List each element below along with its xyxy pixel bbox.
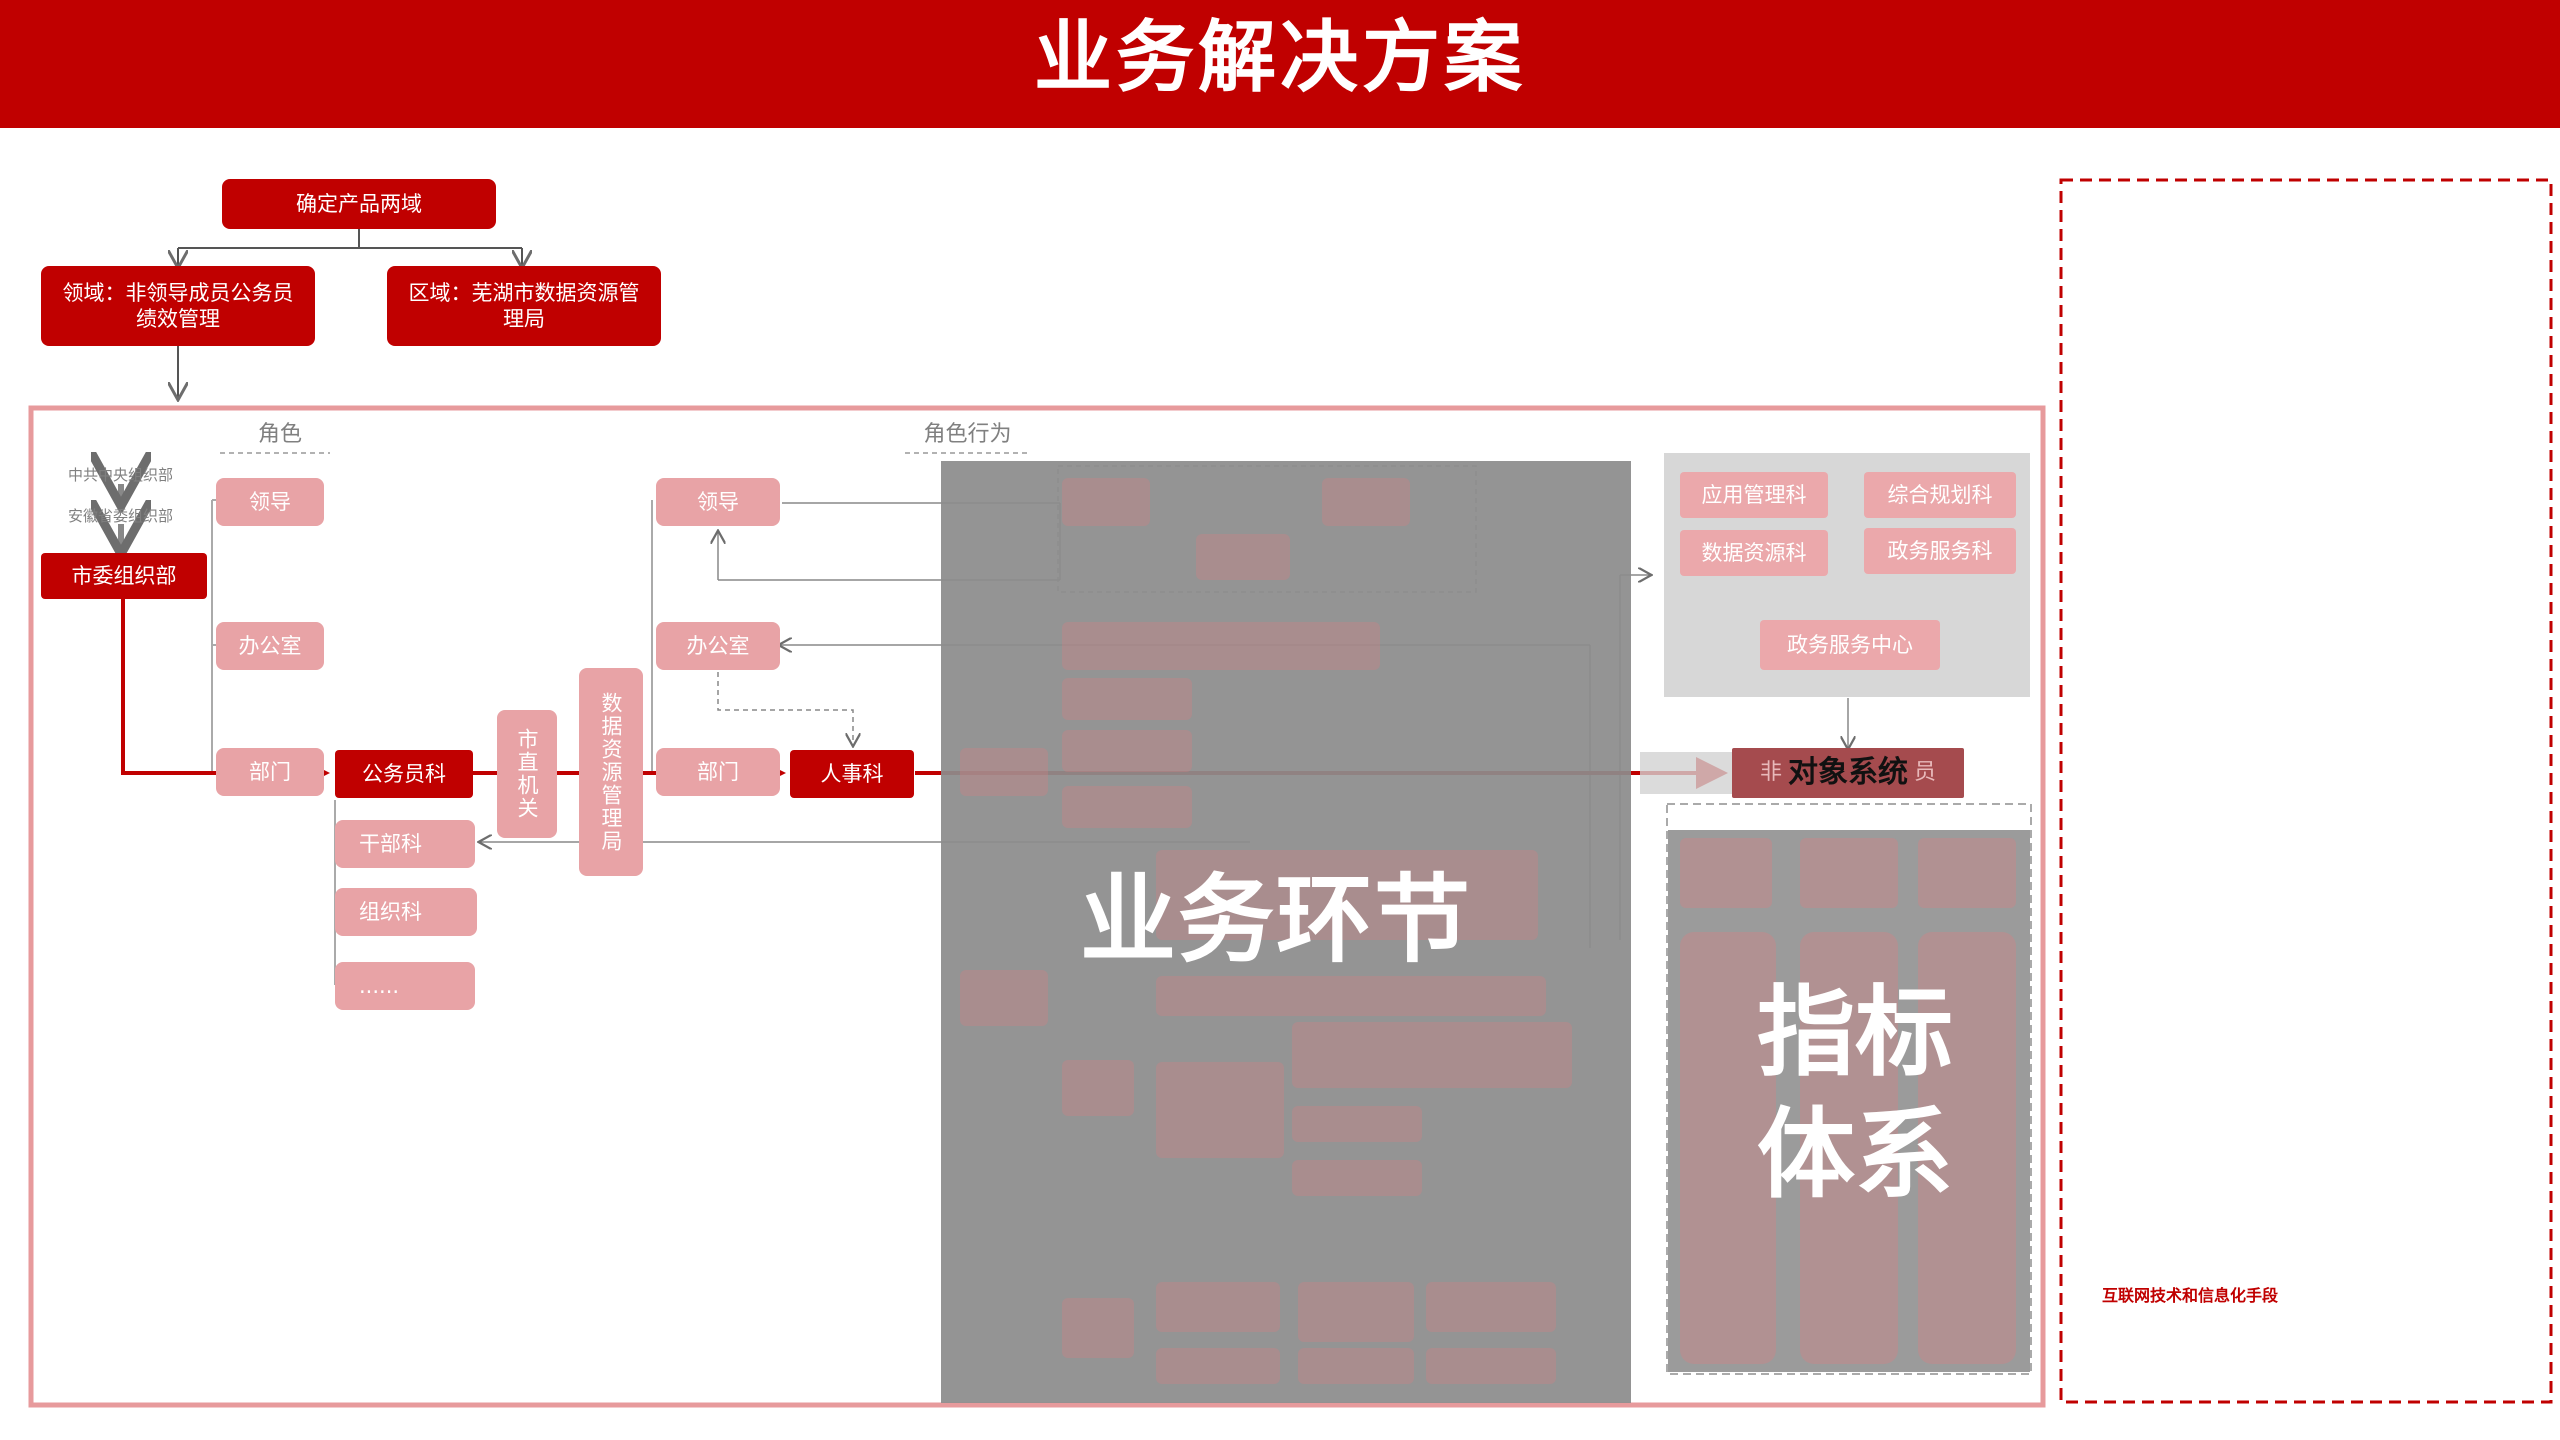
dept-data: 数据资源科 [1680,530,1828,576]
dept-service-label: 政务服务科 [1887,539,1993,563]
overlay-box [1196,534,1290,580]
dept-data-label: 数据资源科 [1701,541,1807,565]
overlay-box [1062,730,1192,772]
dept-planning-label: 综合规划科 [1887,483,1993,507]
role1-dept-label: 部门 [249,760,291,784]
root-node-label: 确定产品两域 [296,192,422,216]
shizhi-label: 市直机关 [515,728,539,820]
overlay-index-text: 指标体系 [1740,972,1970,1232]
gongwu-label: 公务员科 [362,762,446,786]
overlay-box [1680,932,1776,1364]
overlay-business-text: 业务环节 [1080,864,1472,976]
dept-app-label: 应用管理科 [1701,483,1807,507]
central-org: 中共中央组织部 [68,466,174,484]
overlay-box [1800,838,1898,908]
overlay-box [1156,1062,1284,1158]
dept-app: 应用管理科 [1680,472,1828,518]
data-bureau-label: 数据资源管理局 [599,691,623,853]
field-node-label: 领域：非领导成员公务员绩效管理 [62,281,294,331]
overlay-box [1292,1160,1422,1196]
overlay-box [1292,1106,1422,1142]
overlay-box [960,970,1048,1026]
index-overlay [1668,830,2030,1372]
object-prefix: 非 [1759,760,1782,785]
overlay-box [1800,932,1898,1364]
role2-leader-label: 领导 [697,490,739,514]
role2-dept-label: 部门 [697,760,739,784]
sub-dept-more: ...... [335,962,475,1010]
dept-service-center-label: 政务服务中心 [1787,633,1913,657]
overlay-box [1426,1282,1556,1332]
sub-dept-zuzhi: 组织科 [335,888,477,936]
internet-note: 互联网技术和信息化手段 [2102,1286,2279,1305]
province-org: 安徽省委组织部 [68,507,174,525]
field-node: 领域：非领导成员公务员绩效管理 [41,266,315,346]
dept-planning: 综合规划科 [1864,472,2016,518]
overlay-box [1062,622,1380,670]
overlay-box [1062,678,1192,720]
overlay-box [1322,478,1410,526]
overlay-index-label: 指标体系 [1756,976,1953,1212]
data-bureau-node: 数据资源管理局 [579,668,643,876]
overlay-box [1426,1348,1556,1384]
object-system-label: 对象系统 [1788,755,1908,790]
overlay-box [1298,1282,1414,1342]
object-arrow-shadow [1640,752,1735,794]
overlay-box [1156,1348,1280,1384]
role2-office-label: 办公室 [686,634,750,658]
object-system-node: 非 对象系统 员 [1732,748,1964,798]
overlay-box [1062,1060,1134,1116]
page-title: 业务解决方案 [1033,13,1526,103]
sub-dept-zuzhi-label: 组织科 [359,900,422,924]
sub-dept-ganbu: 干部科 [335,820,475,868]
role1-office: 办公室 [216,622,324,670]
overlay-box [1298,1348,1414,1384]
overlay-box [1918,838,2016,908]
role1-dept: 部门 [216,748,324,796]
city-org-label: 市委组织部 [71,564,177,588]
root-node: 确定产品两域 [222,179,496,229]
role2-office: 办公室 [656,622,780,670]
gongwu-node: 公务员科 [335,750,473,798]
role2-dept: 部门 [656,748,780,796]
overlay-box [1062,478,1150,526]
overlay-box [1062,786,1192,828]
dept-service: 政务服务科 [1864,528,2016,574]
overlay-box [1062,1298,1134,1358]
overlay-box [1156,1282,1280,1332]
object-suffix: 员 [1914,760,1937,785]
role1-leader-label: 领导 [249,490,291,514]
role-behavior-label: 角色行为 [923,422,1012,447]
renshi-node: 人事科 [790,750,914,798]
overlay-box [1292,1022,1572,1088]
overlay-box [1156,976,1546,1016]
role-label: 角色 [257,422,302,447]
title-bar [0,0,2560,128]
dept-service-center: 政务服务中心 [1760,620,1940,670]
role2-leader: 领导 [656,478,780,526]
shizhi-node: 市直机关 [497,710,557,838]
business-overlay [941,461,1631,1403]
overlay-box [960,748,1048,796]
city-org-node: 市委组织部 [41,553,207,599]
overlay-box [1680,838,1772,908]
overlay-box [1918,932,2016,1364]
region-node: 区域：芜湖市数据资源管理局 [387,266,661,346]
role1-leader: 领导 [216,478,324,526]
role1-office-label: 办公室 [238,634,302,658]
sub-dept-ganbu-label: 干部科 [359,832,422,856]
overlay-box [1156,850,1538,940]
region-node-label: 区域：芜湖市数据资源管理局 [408,281,640,331]
renshi-label: 人事科 [820,762,884,786]
sub-dept-more-label: ...... [359,974,400,998]
